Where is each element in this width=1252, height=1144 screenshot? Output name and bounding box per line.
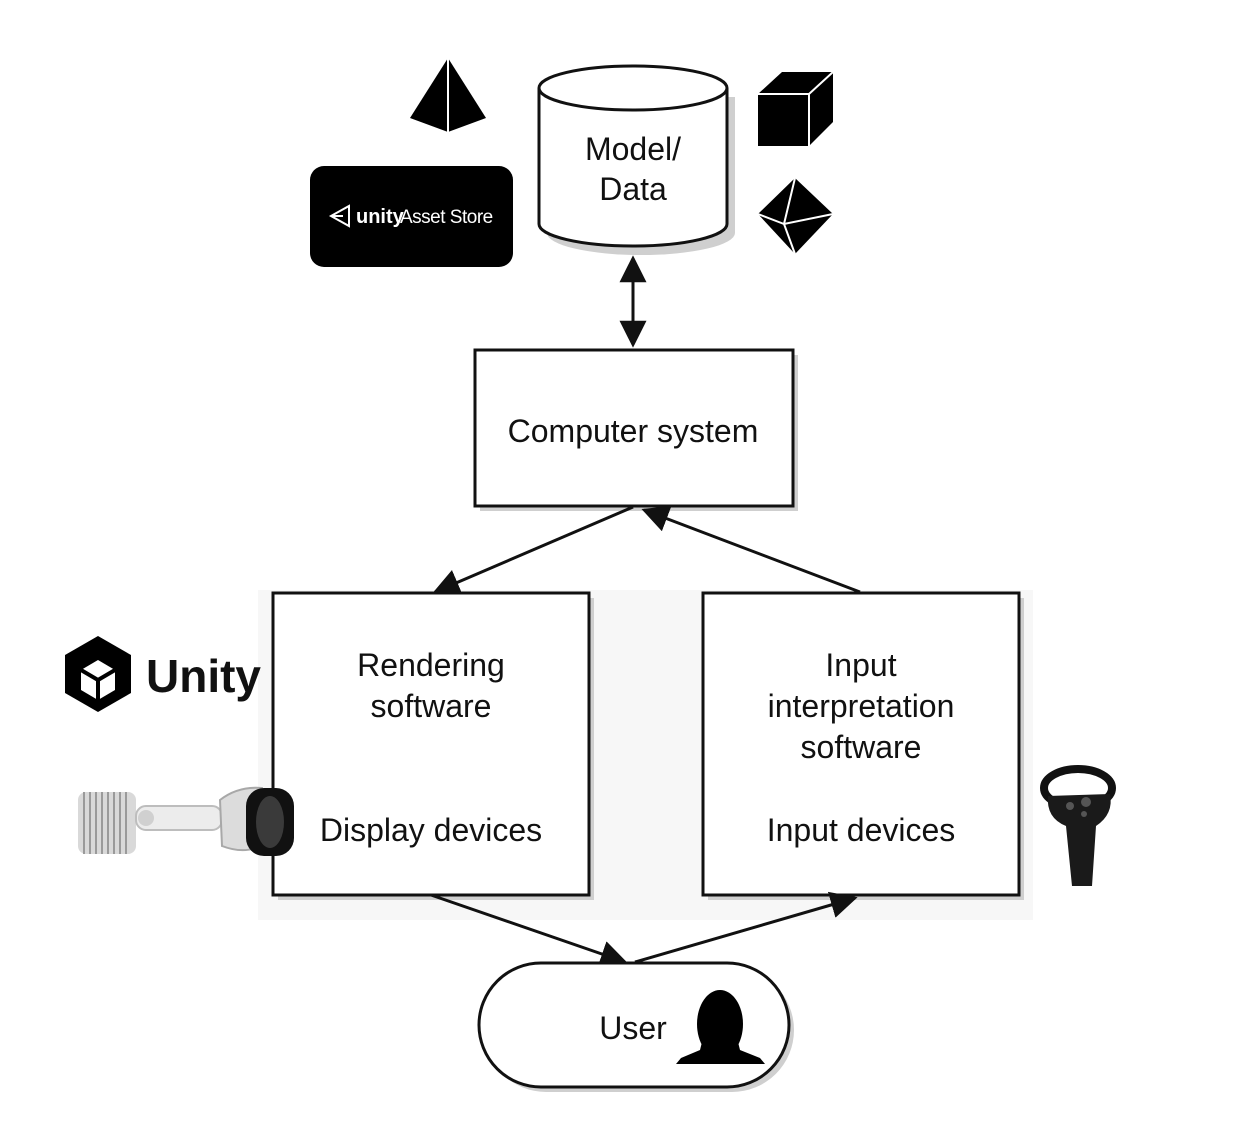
user-to-input-arrow xyxy=(634,891,858,964)
input-line1: Input xyxy=(825,647,896,683)
unity-cube-small-icon xyxy=(328,204,350,228)
unity-brand-text: unity xyxy=(356,206,405,228)
rendering-software-node: Rendering software Display devices xyxy=(271,591,594,900)
computer-system-label: Computer system xyxy=(508,413,759,449)
user-label: User xyxy=(599,1010,667,1046)
asset-store-text: Asset Store xyxy=(400,207,493,228)
unity-asset-store-logo: unity Asset Store xyxy=(310,166,513,267)
model-data-node: Model/ Data xyxy=(537,64,735,255)
input-to-computer-arrow xyxy=(641,506,861,594)
rendering-line1: Rendering xyxy=(357,647,505,683)
octahedron-icon xyxy=(757,177,834,255)
input-line3: software xyxy=(801,729,922,765)
unity-logo: Unity xyxy=(65,636,261,712)
vr-headset-icon xyxy=(78,786,294,856)
vr-controller-icon xyxy=(1040,765,1116,886)
rendering-line2: software xyxy=(371,688,492,724)
input-line2: interpretation xyxy=(768,688,955,724)
model-data-line2: Data xyxy=(599,171,667,207)
cube-icon xyxy=(758,71,834,146)
unity-logo-icon xyxy=(65,636,131,712)
input-interpretation-node: Input interpretation software Input devi… xyxy=(701,591,1024,900)
model-data-line1: Model/ xyxy=(585,131,681,167)
display-devices-label: Display devices xyxy=(320,812,542,848)
user-node: User xyxy=(477,961,794,1092)
rendering-to-user-arrow xyxy=(430,893,628,967)
computer-to-rendering-arrow xyxy=(432,505,634,595)
user-silhouette-icon xyxy=(676,990,765,1064)
pyramid-icon xyxy=(410,58,486,132)
input-devices-label: Input devices xyxy=(767,812,956,848)
unity-logo-text: Unity xyxy=(146,650,261,702)
computer-system-node: Computer system xyxy=(473,348,798,511)
